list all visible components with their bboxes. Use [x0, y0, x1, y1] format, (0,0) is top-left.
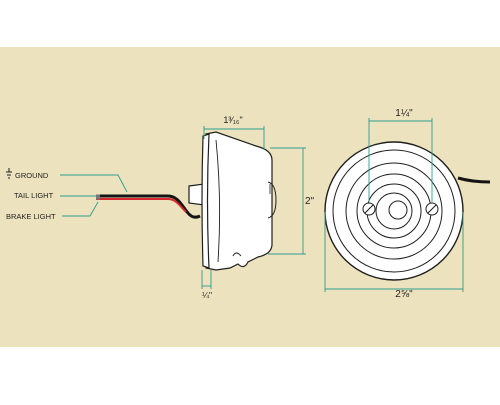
front-ring-2: [332, 149, 456, 273]
ground-symbol-icon: [6, 168, 12, 179]
side-flange: [201, 133, 210, 269]
tail-light-label: TAIL LIGHT: [14, 191, 54, 200]
wiring-group: GROUND TAIL LIGHT BRAKE LIGHT: [6, 168, 201, 221]
black-ground-wire: [97, 194, 201, 219]
side-flange-label: ¼": [202, 290, 212, 300]
ground-label: GROUND: [15, 171, 49, 180]
front-dimensions: [324, 118, 464, 292]
front-diameter-label: 2⅝": [395, 289, 413, 300]
side-height-label: 2": [305, 196, 315, 207]
left-screw-icon: [362, 202, 376, 216]
front-hole-spacing-label: 1¼": [395, 107, 413, 119]
side-dimensions: [201, 126, 306, 289]
side-body-curve: [215, 139, 221, 263]
front-view: [324, 141, 491, 281]
front-ring-3: [345, 162, 443, 260]
side-view: [188, 131, 277, 271]
front-black-wire: [457, 176, 491, 184]
right-screw-icon: [425, 202, 439, 216]
side-depth-label: 1³⁄₁₆": [223, 115, 242, 125]
wire-leader-lines: [60, 174, 128, 217]
front-ring-6: [375, 192, 413, 230]
brake-light-label: BRAKE LIGHT: [6, 212, 56, 221]
side-lens-bump: [267, 181, 277, 219]
red-wire: [96, 198, 187, 213]
side-housing: [205, 131, 273, 271]
side-mount-notch: [232, 252, 242, 257]
front-center-lens: [388, 200, 408, 220]
